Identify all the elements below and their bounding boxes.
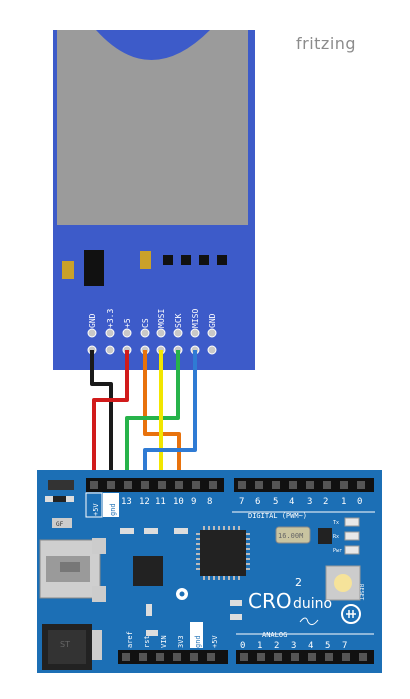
analog-pin-label: 5	[325, 641, 330, 651]
sd-pin-label: GND	[88, 313, 97, 328]
jumper-wires	[90, 350, 197, 487]
reset-button[interactable]	[325, 565, 361, 601]
wire-5v-red	[92, 350, 129, 487]
sd-pin-label: CS	[141, 318, 150, 328]
sd-pin-hole	[207, 345, 217, 355]
microcontroller	[200, 530, 246, 576]
sd-pin-hole-top	[122, 328, 132, 338]
digital-pin-label: 1	[341, 497, 346, 507]
digital-pin-label: 9	[191, 497, 196, 507]
digital-pin-label: 10	[173, 497, 184, 507]
wire-miso-blue	[143, 350, 197, 487]
sd-regulator	[84, 250, 104, 286]
analog-pin-label: 0	[240, 641, 245, 651]
sd-card-module: GND +3.3 +5 CS MOSI SCK MISO GND	[53, 30, 255, 370]
power-pin-label: +5V	[211, 635, 219, 648]
svg-text:16.00M: 16.00M	[278, 532, 303, 540]
led-label: Pwr	[333, 548, 342, 554]
brand-superscript: 2	[295, 576, 302, 589]
digital-pin-label: 0	[357, 497, 362, 507]
fuse	[52, 518, 72, 528]
sd-pin-hole-top	[173, 328, 183, 338]
svg-text:GF: GF	[56, 521, 64, 528]
pin-label-gnd: gnd	[109, 503, 117, 516]
pin-label-5v: +5V	[92, 503, 100, 516]
fritzing-watermark: fritzing	[296, 34, 357, 53]
digital-header-right	[234, 478, 374, 492]
sd-pin-hole-top	[190, 328, 200, 338]
sd-pin-hole-top	[156, 328, 166, 338]
sd-pin-label: +5	[123, 318, 132, 328]
sd-pin-hole-top	[87, 328, 97, 338]
analog-pin-label: 1	[257, 641, 262, 651]
sd-pin-hole	[105, 345, 115, 355]
sd-card-notch	[96, 30, 210, 60]
brand-duino: duino	[293, 596, 332, 612]
brand-plug-icon	[341, 604, 361, 624]
status-led	[344, 545, 360, 555]
analog-section-label: ANALOG	[262, 631, 287, 639]
status-led	[344, 531, 360, 541]
wire-gnd-black	[90, 350, 113, 487]
digital-pin-label: 12	[139, 497, 150, 507]
led-label: Rx	[333, 534, 339, 540]
sd-capacitor	[62, 261, 74, 279]
crystal	[275, 526, 311, 544]
sd-pin-label: SCK	[174, 313, 183, 328]
analog-pin-label: 2	[274, 641, 279, 651]
power-pin-label: gnd	[194, 635, 202, 648]
svg-text:ST: ST	[60, 640, 70, 649]
digital-pin-label: 11	[155, 497, 166, 507]
status-led	[344, 517, 360, 527]
svg-text:RESET: RESET	[358, 584, 364, 601]
digital-pin-label: 8	[207, 497, 212, 507]
brand-cro: CRO	[248, 589, 292, 613]
wire-sck-green	[125, 350, 180, 487]
power-pin-label: rst	[143, 635, 151, 648]
sd-pin-hole-top	[140, 328, 150, 338]
analog-pin-label: 7	[342, 641, 347, 651]
sd-card	[57, 30, 248, 225]
analog-pin-label: 4	[308, 641, 313, 651]
digital-section-label: DIGITAL (PWM~)	[248, 512, 307, 520]
sd-pin-hole-top	[105, 328, 115, 338]
power-pin-label: 3V3	[177, 635, 185, 648]
usb-chip	[133, 556, 163, 586]
sd-pin-label: MISO	[191, 309, 200, 328]
led-label: Tx	[333, 520, 339, 526]
sd-capacitor-2	[140, 251, 151, 269]
analog-pin-label: 3	[291, 641, 296, 651]
digital-pin-label: 5	[273, 497, 278, 507]
digital-pin-label: 7	[239, 497, 244, 507]
sd-pin-hole-top	[207, 328, 217, 338]
digital-pin-label: 2	[323, 497, 328, 507]
sd-pin-label: MOSI	[157, 309, 166, 328]
digital-pin-label: 13	[121, 497, 132, 507]
power-pin-label: aref	[126, 631, 134, 648]
sd-pin-label: +3.3	[106, 309, 115, 328]
sd-pin-label: GND	[208, 313, 217, 328]
analog-header	[236, 650, 374, 664]
digital-pin-label: 4	[289, 497, 294, 507]
digital-pin-label: 3	[307, 497, 312, 507]
digital-header-left	[86, 478, 224, 492]
power-pin-label: VIN	[160, 635, 168, 648]
digital-pin-label: 6	[255, 497, 260, 507]
